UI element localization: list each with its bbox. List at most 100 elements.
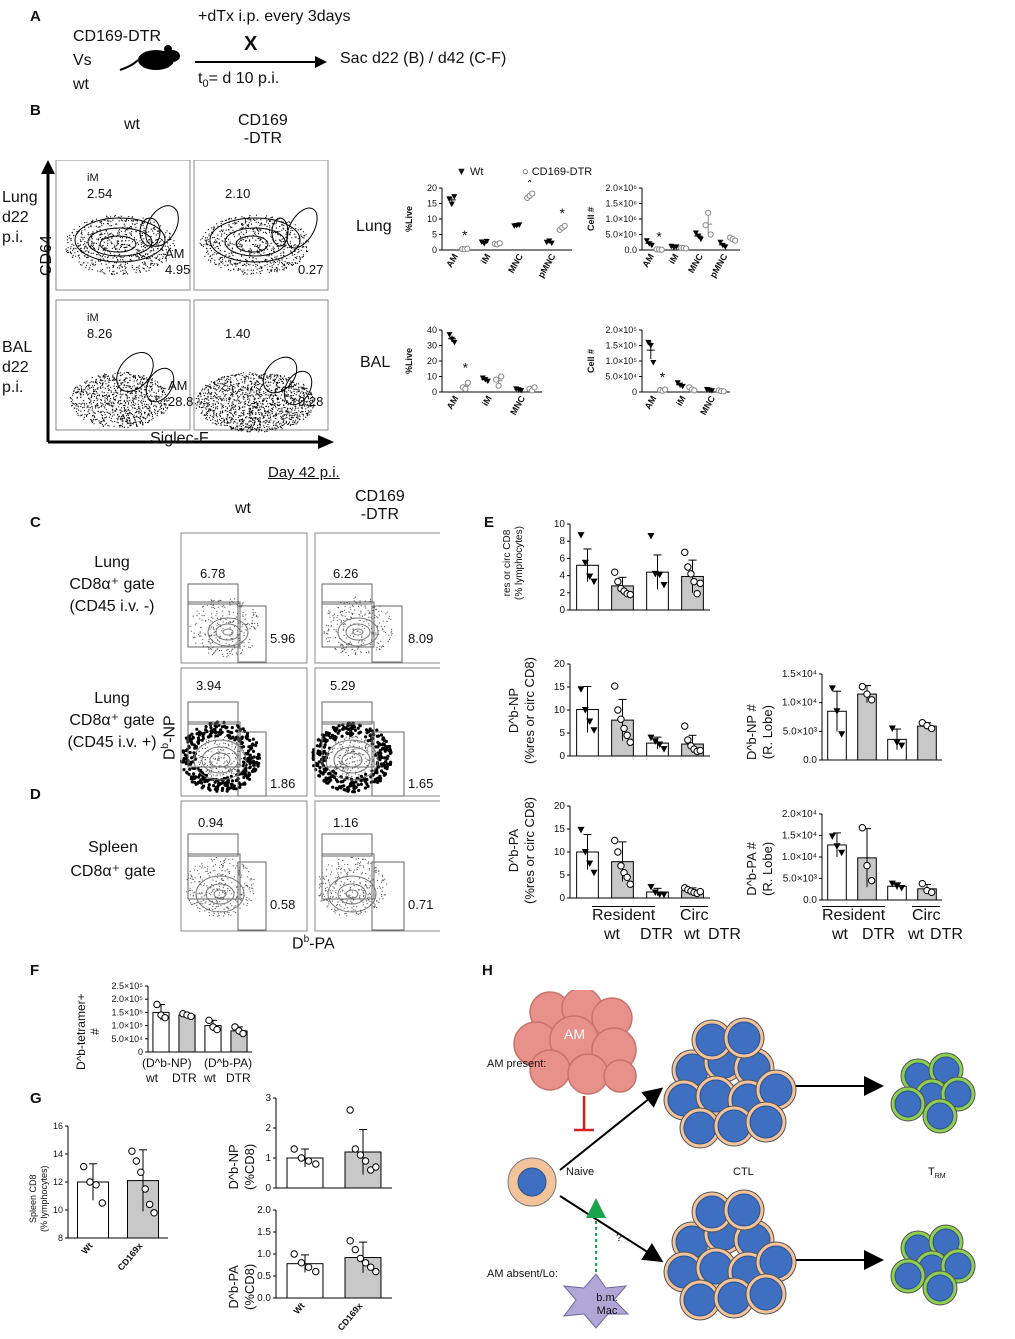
flow-dot (210, 408, 212, 410)
flow-dot (280, 412, 282, 415)
flow-dot (240, 378, 242, 380)
flow-dot (146, 408, 148, 410)
flow-dot (207, 783, 211, 787)
flow-dot (102, 258, 104, 260)
flow-dot (209, 726, 213, 730)
flow-dot (219, 412, 222, 414)
flow-dot (239, 396, 241, 398)
flow-dot (220, 229, 223, 231)
flow-dot (258, 400, 260, 403)
flow-dot (125, 271, 127, 273)
flow-dot (235, 742, 238, 744)
flow-dot (92, 242, 94, 244)
flow-dot (298, 414, 300, 416)
flow-dot (238, 389, 240, 391)
flow-dot (227, 422, 229, 424)
flow-dot (286, 416, 288, 419)
flow-dot (256, 228, 258, 230)
flow-dot (162, 257, 164, 260)
flow-dot (118, 417, 120, 419)
flow-dot (293, 414, 296, 416)
flow-dot (309, 400, 311, 402)
flow-dot (154, 257, 156, 259)
flow-dot (155, 398, 157, 400)
flow-dot (122, 414, 124, 416)
flow-dot (219, 378, 221, 380)
flow-dot (78, 390, 80, 392)
flow-dot (119, 253, 121, 255)
flow-dot (88, 226, 90, 228)
flow-dot (300, 386, 302, 388)
flow-dot (148, 395, 150, 397)
flow-dot (361, 636, 363, 638)
flow-dot (192, 772, 196, 776)
flow-dot (126, 377, 128, 379)
flow-dot (301, 403, 303, 405)
flow-dot (280, 378, 282, 381)
flow-dot (127, 244, 129, 246)
group-wt: wt (73, 76, 89, 93)
flow-dot (121, 239, 123, 242)
flow-dot (223, 742, 225, 744)
flow-dot (137, 250, 139, 252)
flow-dot (235, 265, 237, 267)
flow-dot (234, 411, 236, 413)
flow-dot (251, 272, 253, 274)
flow-dot (230, 382, 232, 384)
flow-dot (231, 408, 233, 410)
flow-dot (295, 419, 297, 421)
flow-dot (230, 427, 232, 429)
flow-dot (340, 643, 342, 645)
flow-dot (91, 236, 93, 238)
flow-dot (145, 405, 147, 407)
flow-dot (256, 272, 258, 274)
flow-dot (242, 615, 244, 618)
flow-dot (93, 263, 95, 265)
flow-dot (270, 381, 272, 383)
flow-dot (222, 621, 224, 623)
x-tick-label: AM (640, 252, 656, 269)
flow-dot (242, 395, 245, 397)
flow-dot (268, 220, 271, 222)
flow-dot (263, 408, 265, 410)
flow-dot (101, 424, 103, 426)
flow-dot (274, 427, 277, 429)
sac-label: Sac d22 (B) / d42 (C-F) (340, 50, 507, 67)
flow-dot (380, 625, 382, 627)
flow-dot (91, 385, 94, 387)
flow-dot (242, 264, 244, 266)
flow-dot (120, 383, 122, 385)
flow-dot (94, 416, 96, 418)
flow-dot (93, 423, 95, 425)
flow-dot (235, 378, 238, 380)
flow-dot (135, 411, 137, 413)
flow-dot (245, 259, 247, 261)
flow-dot (154, 404, 156, 406)
flow-dot (206, 756, 209, 759)
flow-dot (251, 626, 253, 628)
gate-label: iM (87, 312, 99, 324)
flow-dot (268, 271, 270, 273)
flow-dot (290, 392, 292, 394)
flow-dot (215, 253, 218, 255)
flow-dot (113, 392, 115, 394)
y-tick-label: 0 (432, 245, 437, 255)
flow-dot (245, 377, 247, 379)
flow-dot (210, 397, 212, 400)
flow-dot (232, 403, 234, 405)
x-axis-label-pa: Db-PA (292, 934, 335, 953)
flow-dot (230, 637, 232, 640)
flow-dot (276, 269, 278, 271)
flow-dot (274, 381, 276, 383)
flow-dot (378, 610, 380, 612)
flow-dot (84, 247, 86, 249)
flow-dot (139, 270, 141, 272)
flow-dot (241, 603, 243, 605)
flow-dot (260, 388, 262, 390)
flow-dot (213, 757, 215, 759)
flow-dot (82, 237, 84, 239)
flow-dot (110, 397, 112, 400)
flow-dot (277, 401, 279, 403)
flow-dot (232, 428, 234, 430)
flow-dot (234, 375, 236, 377)
